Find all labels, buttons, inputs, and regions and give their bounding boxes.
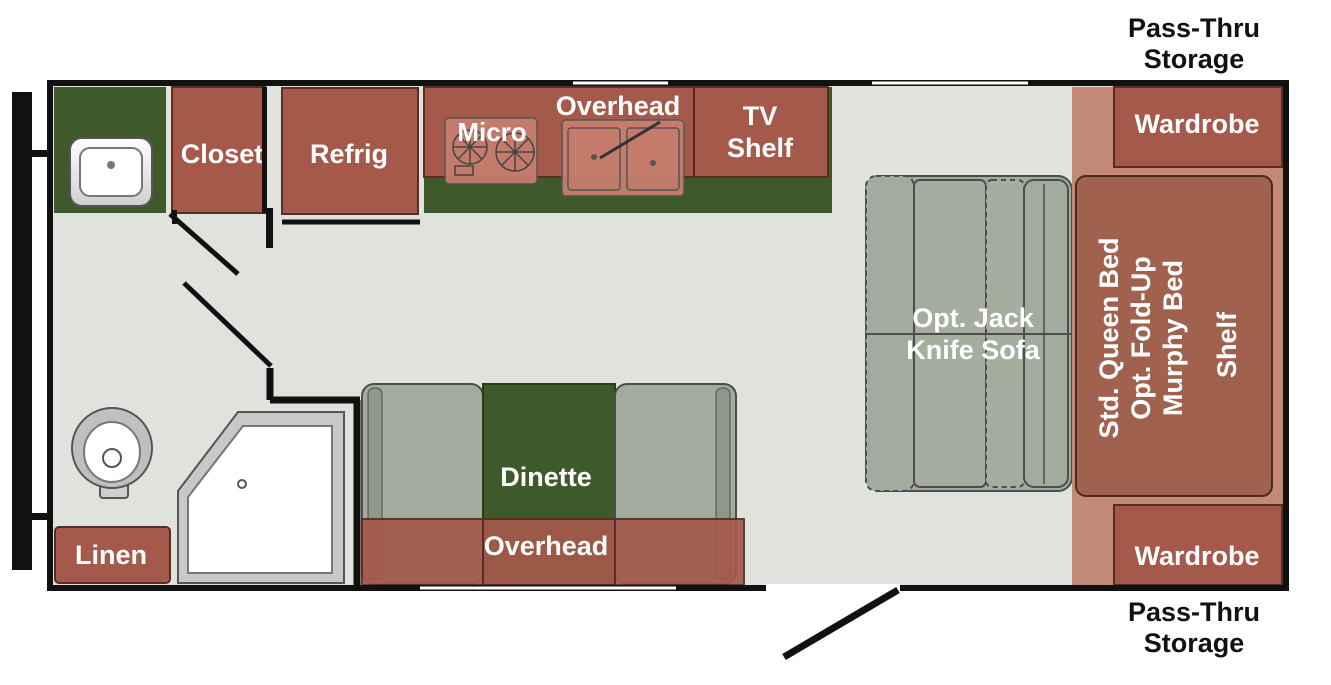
kitchen-sink [561, 119, 685, 197]
burner-left [452, 129, 488, 165]
tv-shelf-label-line2: Shelf [727, 133, 794, 163]
stove-top [444, 117, 538, 185]
dinette-overhead [361, 518, 745, 586]
refrigerator [281, 87, 419, 215]
wardrobe-top [1113, 86, 1283, 168]
linen [54, 526, 171, 584]
faucet [599, 120, 661, 160]
toilet [71, 407, 153, 499]
closet-label: Closet [181, 139, 264, 169]
tv-shelf-label-line1: TV [743, 101, 778, 131]
wardrobe-top-label: Wardrobe [1134, 109, 1259, 139]
pass-thru-bottom-line1: Pass-Thru [1128, 597, 1260, 627]
bed-label-line1: Std. Queen Bed [1094, 237, 1124, 438]
pass-thru-bottom-line2: Storage [1144, 628, 1245, 658]
hitch-arm-bottom [28, 513, 52, 520]
micro-label: Micro [457, 117, 526, 147]
hitch-bar [12, 92, 32, 570]
bed-label-line3: Murphy Bed [1158, 260, 1188, 416]
closet [171, 86, 266, 214]
sofa-label-line1: Opt. Jack [912, 303, 1035, 333]
sofa-label-line2: Knife Sofa [906, 335, 1040, 365]
bed-label-line2: Opt. Fold-Up [1126, 256, 1156, 419]
wardrobe-bottom [1113, 504, 1283, 586]
door-opening [766, 584, 900, 593]
sofa [865, 175, 1073, 492]
wardrobe-bottom-label: Wardrobe [1134, 541, 1259, 571]
overhead-kitchen-label: Overhead [556, 91, 681, 121]
entry-door [782, 586, 900, 661]
pass-thru-top-line1: Pass-Thru [1128, 13, 1260, 43]
burner-right [495, 132, 535, 172]
linen-label: Linen [75, 540, 147, 570]
bath-door [182, 281, 273, 368]
refrig-label: Refrig [310, 139, 388, 169]
pass-thru-top-line2: Storage [1144, 44, 1245, 74]
queen-bed [1075, 175, 1273, 497]
overhead-dinette-label: Overhead [484, 531, 609, 561]
hitch-arm-top [28, 150, 52, 157]
dinette-label: Dinette [500, 462, 592, 492]
shelf-label: Shelf [1212, 311, 1242, 378]
shower [177, 411, 345, 584]
closet-door [168, 212, 240, 276]
